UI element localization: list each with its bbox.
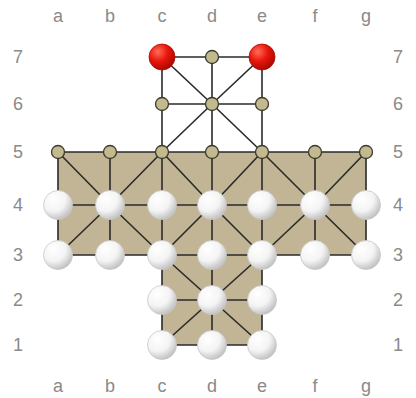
column-letter: d	[207, 377, 217, 395]
white-piece	[248, 286, 277, 315]
column-letter: f	[312, 377, 317, 395]
column-letter: e	[257, 7, 267, 25]
empty-point	[206, 98, 219, 111]
board-line	[162, 151, 212, 153]
white-piece	[352, 191, 381, 220]
board-line	[161, 104, 163, 152]
white-piece	[301, 191, 330, 220]
red-piece	[249, 44, 275, 70]
column-letter: d	[207, 7, 217, 25]
white-piece	[248, 191, 277, 220]
row-number: 4	[13, 196, 23, 214]
white-piece	[352, 241, 381, 270]
column-letter: a	[53, 7, 63, 25]
board-line	[261, 104, 263, 152]
board-line	[211, 104, 213, 152]
row-number: 6	[13, 95, 23, 113]
white-piece	[198, 191, 227, 220]
row-number: 5	[13, 143, 23, 161]
row-number: 3	[393, 246, 403, 264]
white-piece	[96, 191, 125, 220]
white-piece	[198, 286, 227, 315]
row-number: 2	[393, 291, 403, 309]
row-number: 1	[393, 336, 403, 354]
white-piece	[198, 331, 227, 360]
row-number: 6	[393, 95, 403, 113]
row-number: 7	[13, 48, 23, 66]
board-line	[162, 104, 212, 152]
board-line	[212, 151, 262, 153]
board-points	[44, 44, 381, 360]
column-letter: c	[158, 377, 167, 395]
board-line	[212, 103, 262, 105]
empty-point	[52, 146, 65, 159]
white-piece	[44, 191, 73, 220]
board-line	[162, 103, 212, 105]
white-piece	[198, 241, 227, 270]
empty-point	[156, 98, 169, 111]
empty-point	[256, 146, 269, 159]
white-piece	[148, 191, 177, 220]
empty-point	[206, 146, 219, 159]
red-piece	[149, 44, 175, 70]
board-line	[315, 151, 366, 153]
column-letter: e	[257, 377, 267, 395]
white-piece	[148, 241, 177, 270]
column-letter: g	[361, 7, 371, 25]
column-letter: f	[312, 7, 317, 25]
white-piece	[148, 331, 177, 360]
column-letter: g	[361, 377, 371, 395]
shaded-area	[58, 152, 366, 345]
row-number: 5	[393, 143, 403, 161]
column-letter: b	[105, 377, 115, 395]
row-number: 2	[13, 291, 23, 309]
white-piece	[148, 286, 177, 315]
board-line	[262, 151, 315, 153]
column-letter: c	[158, 7, 167, 25]
white-piece	[96, 241, 125, 270]
column-letter: b	[105, 7, 115, 25]
board-lines	[58, 57, 366, 345]
board-line	[212, 104, 262, 152]
empty-point	[206, 51, 219, 64]
column-letter: a	[53, 377, 63, 395]
board-line	[110, 151, 162, 153]
empty-point	[256, 98, 269, 111]
empty-point	[104, 146, 117, 159]
white-piece	[44, 241, 73, 270]
row-number: 3	[13, 246, 23, 264]
row-number: 7	[393, 48, 403, 66]
row-number: 1	[13, 336, 23, 354]
board-line	[58, 151, 110, 153]
empty-point	[156, 146, 169, 159]
row-number: 4	[393, 196, 403, 214]
white-piece	[248, 331, 277, 360]
white-piece	[301, 241, 330, 270]
empty-point	[309, 146, 322, 159]
empty-point	[360, 146, 373, 159]
white-piece	[248, 241, 277, 270]
